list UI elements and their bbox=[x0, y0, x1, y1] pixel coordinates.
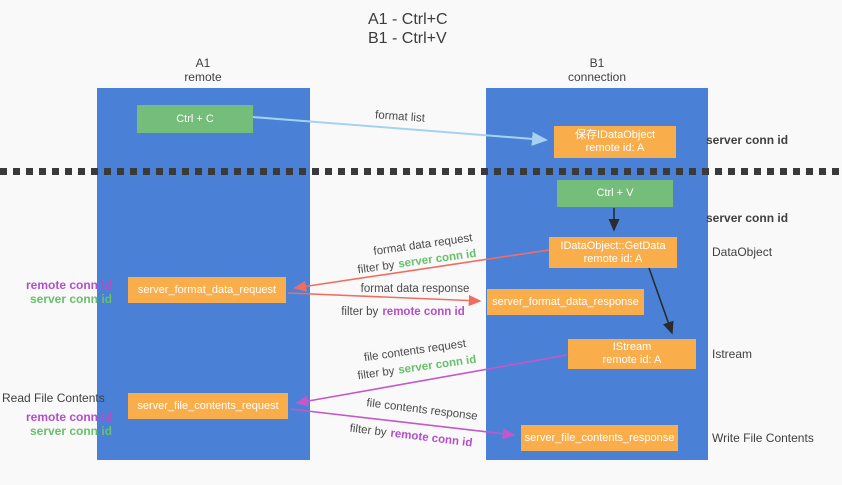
arrow-file-contents-response bbox=[289, 408, 516, 440]
conn-id-block-format: remote conn id server conn id bbox=[8, 278, 112, 306]
node-server-file-contents-request: server_file_contents_request bbox=[128, 393, 288, 419]
node-ctrl-v-label: Ctrl + V bbox=[596, 187, 634, 199]
label-remote-conn-id-2: remote conn id bbox=[25, 410, 112, 424]
label-format-data-response: format data response bbox=[360, 283, 470, 295]
column-header-a1: A1 remote bbox=[123, 56, 283, 84]
node-format-request-label: server_format_data_request bbox=[137, 283, 277, 296]
label-istream: Istream bbox=[712, 347, 753, 361]
column-b1-name: B1 bbox=[589, 56, 605, 70]
conn-id-block-file: remote conn id server conn id bbox=[12, 410, 112, 438]
node-ctrl-c: Ctrl + C bbox=[137, 105, 253, 133]
section-divider bbox=[0, 168, 842, 175]
column-header-b1: B1 connection bbox=[517, 56, 677, 84]
column-b1-role: connection bbox=[567, 70, 627, 84]
node-server-file-contents-response: server_file_contents_response bbox=[521, 425, 678, 451]
label-server-conn-id-1: server conn id bbox=[29, 292, 112, 306]
label-server-conn-id-2: server conn id bbox=[29, 424, 112, 438]
arrow-getdata-to-istream bbox=[648, 267, 674, 335]
label-dataobject: DataObject bbox=[712, 245, 773, 259]
node-ctrl-c-label: Ctrl + C bbox=[176, 112, 214, 125]
node-istream: IStream remote id: A bbox=[568, 339, 696, 369]
node-ctrl-v: Ctrl + V bbox=[557, 180, 673, 207]
label-read-file-contents: Read File Contents bbox=[2, 391, 105, 405]
node-idataobject-getdata: IDataObject::GetData remote id: A bbox=[549, 237, 677, 268]
column-a1-name: A1 bbox=[195, 56, 211, 70]
node-istream-line1: IStream bbox=[612, 341, 652, 353]
label-write-file-contents: Write File Contents bbox=[712, 431, 814, 445]
arrow-format-list bbox=[252, 116, 548, 146]
node-istream-line2: remote id: A bbox=[602, 354, 662, 366]
label-remote-conn-id-1: remote conn id bbox=[25, 278, 112, 292]
node-file-request-label: server_file_contents_request bbox=[137, 399, 279, 412]
label-server-conn-id-mid: server conn id bbox=[706, 211, 789, 225]
arrow-file-contents-request bbox=[295, 354, 568, 407]
node-save-idataobject-line2: remote id: A bbox=[585, 142, 645, 154]
title-line-2: B1 - Ctrl+V bbox=[368, 30, 447, 47]
column-a1-role: remote bbox=[184, 70, 222, 84]
arrow-format-data-response bbox=[287, 292, 482, 307]
node-getdata-line1: IDataObject::GetData bbox=[560, 239, 666, 252]
label-server-conn-id-top: server conn id bbox=[706, 133, 789, 147]
title-line-1: A1 - Ctrl+C bbox=[368, 11, 448, 28]
node-server-format-data-response: server_format_data_response bbox=[487, 289, 644, 315]
node-save-idataobject: 保存IDataObject remote id: A bbox=[554, 126, 676, 158]
node-getdata-line2: remote id: A bbox=[583, 252, 643, 265]
diagram-title: A1 - Ctrl+C B1 - Ctrl+V bbox=[368, 10, 448, 48]
node-format-response-label: server_format_data_response bbox=[492, 295, 639, 308]
arrow-format-data-request bbox=[293, 249, 550, 292]
node-file-response-label: server_file_contents_response bbox=[524, 431, 675, 444]
node-save-idataobject-line1: 保存IDataObject bbox=[574, 129, 656, 141]
node-server-format-data-request: server_format_data_request bbox=[128, 277, 286, 303]
